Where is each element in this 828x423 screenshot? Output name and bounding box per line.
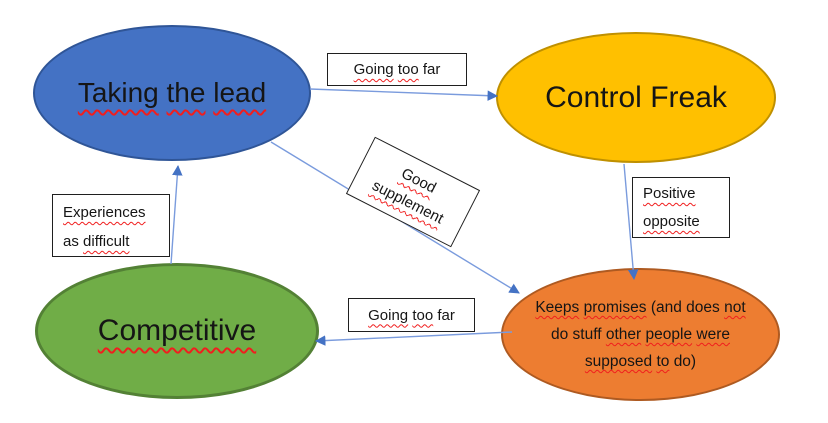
edge-label-going-too-far-bottom[interactable]: Going too far [348, 298, 475, 332]
node-taking-the-lead-label: Taking the lead [77, 77, 267, 108]
edge-label-text: Going too far [368, 306, 455, 324]
node-competitive-label: Competitive [97, 314, 257, 347]
arrow-taking-lead-to-control-freak[interactable] [309, 88, 499, 101]
arrow-competitive-to-taking-lead[interactable] [170, 164, 183, 265]
edge-label-text: Going too far [353, 61, 441, 78]
edge-label-going-too-far-top[interactable]: Going too far [327, 53, 467, 86]
node-taking-the-lead[interactable]: Taking the lead [33, 25, 311, 161]
node-control-freak-label: Control Freak [545, 80, 727, 114]
node-competitive[interactable]: Competitive [35, 263, 319, 399]
arrow-control-freak-to-keeps-promises[interactable] [623, 163, 639, 281]
arrow-keeps-promises-to-competitive[interactable] [314, 331, 513, 346]
